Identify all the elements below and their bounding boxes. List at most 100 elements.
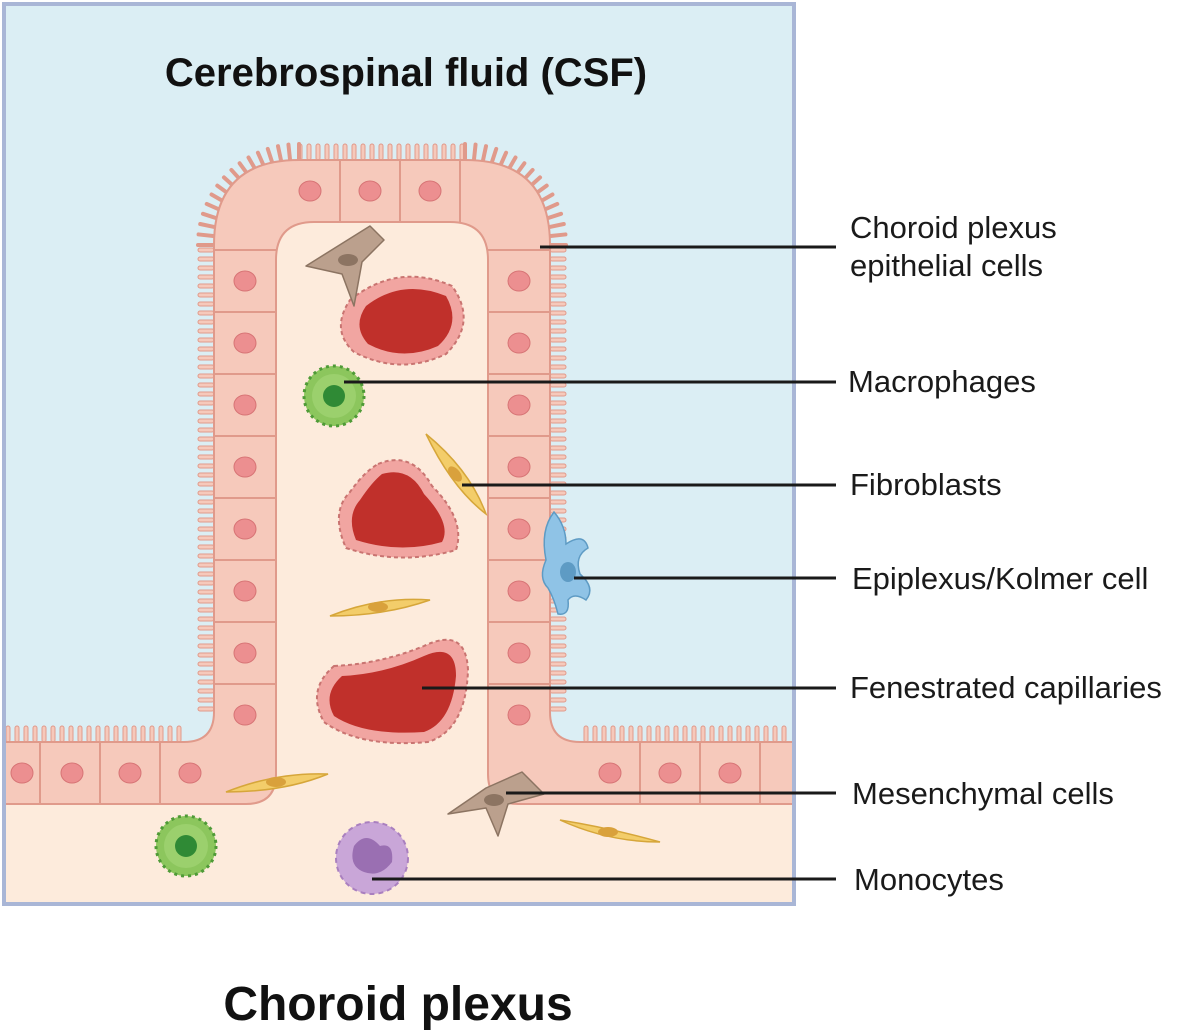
microvillus	[718, 725, 724, 743]
microvillus	[549, 382, 567, 388]
microvillus	[197, 481, 215, 487]
epithelial-nucleus	[233, 332, 257, 354]
epiplexus-cell-icon	[541, 510, 591, 615]
microvillus	[197, 319, 215, 325]
microvillus	[546, 222, 566, 230]
microvillus	[480, 144, 488, 164]
fibroblast-icon-4	[559, 819, 661, 843]
microvillus	[306, 143, 312, 161]
microvillus	[315, 143, 321, 161]
diagram-caption: Choroid plexus	[223, 978, 572, 1031]
microvillus	[549, 409, 567, 415]
microvillus	[197, 661, 215, 667]
microvillus	[549, 499, 567, 505]
microvillus	[549, 373, 567, 379]
microvillus	[549, 301, 567, 307]
microvillus	[197, 391, 215, 397]
microvillus	[197, 544, 215, 550]
microvillus	[197, 382, 215, 388]
macrophage-icon	[302, 364, 366, 428]
microvillus	[197, 301, 215, 307]
microvillus	[197, 607, 215, 613]
macrophage-icon-2	[154, 814, 218, 878]
microvillus	[197, 580, 215, 586]
microvillus	[414, 143, 420, 161]
microvillus	[450, 143, 456, 161]
microvillus	[197, 265, 215, 271]
epithelial-nucleus	[507, 394, 531, 416]
microvillus	[197, 445, 215, 451]
epithelial-nucleus	[233, 580, 257, 602]
microvillus	[197, 535, 215, 541]
label-monocytes: Monocytes	[854, 862, 1004, 897]
microvillus	[14, 725, 20, 743]
microvillus	[549, 679, 567, 685]
epithelial-nucleus	[507, 270, 531, 292]
microvillus	[122, 725, 128, 743]
microvillus	[197, 688, 215, 694]
microvillus	[5, 725, 11, 743]
microvillus	[351, 143, 357, 161]
microvillus	[197, 508, 215, 514]
microvillus	[360, 143, 366, 161]
csf-frame	[2, 2, 796, 906]
epithelial-nucleus	[507, 580, 531, 602]
microvillus	[549, 670, 567, 676]
label-mesenchymal: Mesenchymal cells	[852, 776, 1114, 811]
microvillus	[197, 436, 215, 442]
microvillus	[197, 499, 215, 505]
microvillus	[197, 652, 215, 658]
microvillus	[197, 625, 215, 631]
epithelial-nucleus	[418, 180, 442, 202]
microvillus	[32, 725, 38, 743]
microvillus	[601, 725, 607, 743]
microvillus	[549, 391, 567, 397]
microvillus	[655, 725, 661, 743]
microvillus	[549, 274, 567, 280]
microvillus	[549, 346, 567, 352]
microvillus	[583, 725, 589, 743]
label-epiplexus: Epiplexus/Kolmer cell	[852, 561, 1148, 596]
microvillus	[549, 463, 567, 469]
microvillus	[176, 725, 182, 743]
microvillus	[441, 143, 447, 161]
microvillus	[763, 725, 769, 743]
microvillus	[709, 725, 715, 743]
microvillus	[86, 725, 92, 743]
microvillus	[197, 346, 215, 352]
microvillus	[197, 373, 215, 379]
microvillus	[549, 634, 567, 640]
fenestrated-capillary-2	[338, 459, 460, 559]
microvillus	[549, 616, 567, 622]
microvillus	[197, 337, 215, 343]
microvillus	[149, 725, 155, 743]
microvillus	[745, 725, 751, 743]
mesenchymal-cell-icon	[305, 225, 385, 307]
microvillus	[197, 634, 215, 640]
microvillus	[549, 454, 567, 460]
microvillus	[197, 571, 215, 577]
microvillus	[342, 143, 348, 161]
epithelial-nucleus	[658, 762, 682, 784]
epithelial-nucleus	[298, 180, 322, 202]
epithelial-nucleus	[358, 180, 382, 202]
epithelial-nucleus	[507, 704, 531, 726]
microvillus	[324, 143, 330, 161]
microvillus	[197, 463, 215, 469]
microvillus	[549, 688, 567, 694]
microvillus	[197, 643, 215, 649]
microvillus	[333, 143, 339, 161]
microvillus	[549, 418, 567, 424]
microvillus	[197, 598, 215, 604]
microvillus	[549, 355, 567, 361]
microvillus	[549, 292, 567, 298]
microvillus	[77, 725, 83, 743]
microvillus	[167, 725, 173, 743]
microvillus	[197, 310, 215, 316]
microvillus	[754, 725, 760, 743]
microvillus	[549, 337, 567, 343]
microvillus	[610, 725, 616, 743]
microvillus	[549, 328, 567, 334]
microvillus	[197, 454, 215, 460]
